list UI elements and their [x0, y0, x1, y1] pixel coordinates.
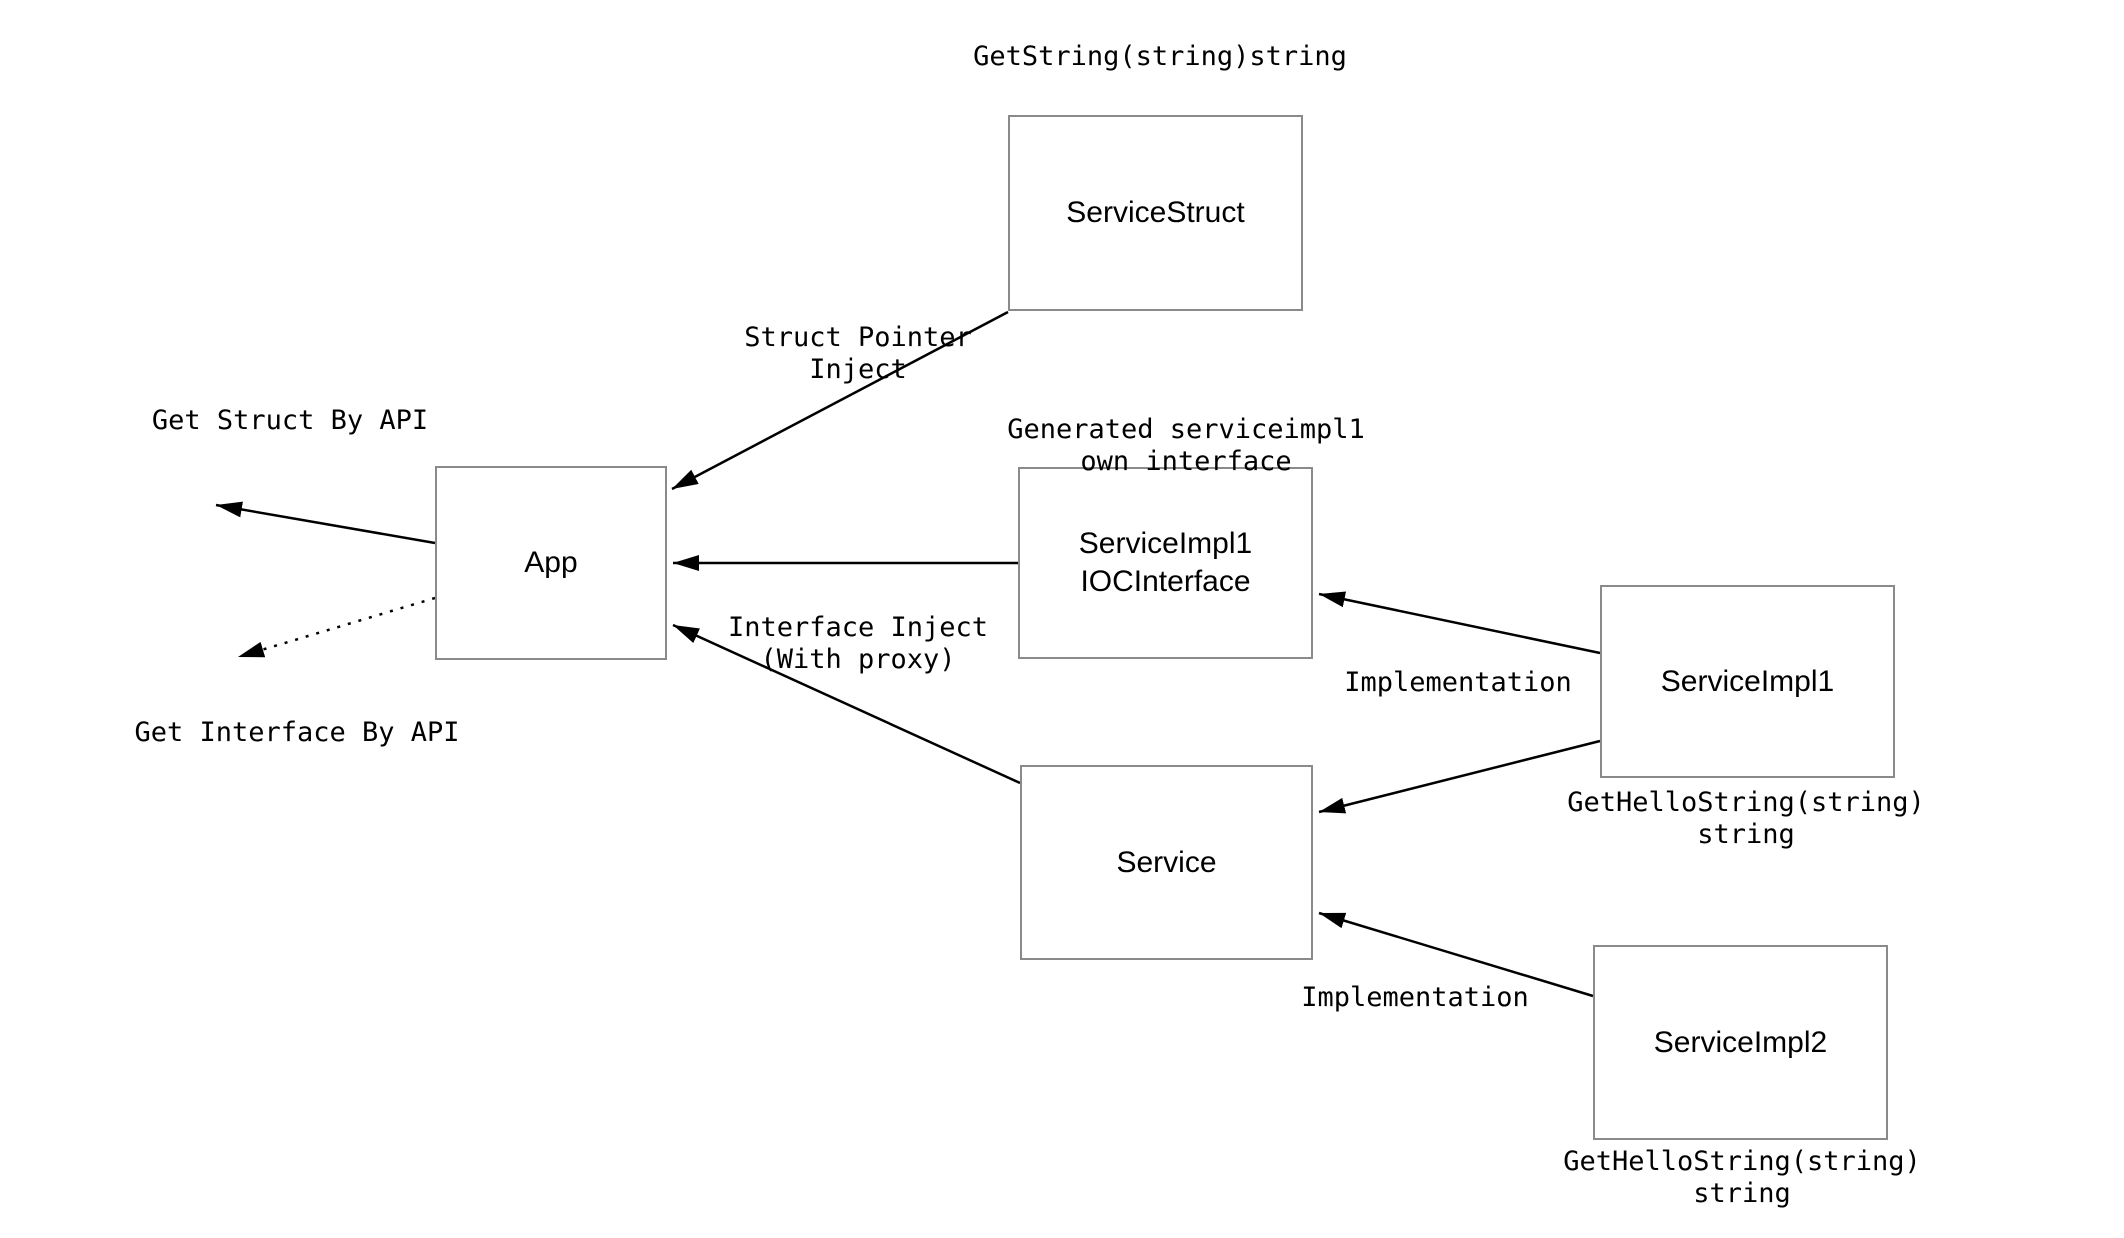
label-struct-pointer-inject: Struct Pointer Inject [744, 322, 972, 385]
label-get-hello-string-impl2: GetHelloString(string) string [1563, 1146, 1921, 1209]
label-get-struct-by-api: Get Struct By API [151, 405, 429, 436]
label-interface-inject: Interface Inject (With proxy) [727, 612, 989, 675]
node-service-label: Service [1116, 845, 1217, 879]
node-service-impl2-label: ServiceImpl2 [1653, 1025, 1828, 1059]
node-service-impl1-label: ServiceImpl1 [1660, 664, 1835, 698]
node-app-label: App [524, 546, 578, 579]
edge-struct-pointer-inject [671, 310, 1009, 491]
label-get-hello-string-impl1: GetHelloString(string) string [1567, 787, 1925, 850]
node-service: Service [1020, 765, 1313, 960]
label-implementation-impl1: Implementation [1344, 667, 1572, 698]
node-service-struct: ServiceStruct [1008, 115, 1303, 311]
node-service-impl2: ServiceImpl2 [1593, 945, 1888, 1140]
node-service-impl1: ServiceImpl1 [1600, 585, 1895, 778]
node-service-impl1-ioc-interface-label: ServiceImpl1 IOCInterface [1078, 527, 1253, 598]
label-generated-interface-note: Generated serviceimpl1 own interface [1007, 414, 1365, 477]
edge-app-get-struct-by-api [215, 501, 436, 545]
label-implementation-impl2: Implementation [1301, 982, 1529, 1013]
node-service-struct-label: ServiceStruct [1066, 196, 1245, 229]
edge-interface-inject-service-to-app [672, 623, 1021, 785]
edge-impl2-to-service [1318, 911, 1594, 998]
node-app: App [435, 466, 667, 660]
edge-app-get-interface-by-api [237, 596, 436, 659]
edge-impl1-to-service [1318, 739, 1601, 814]
label-get-string-signature: GetString(string)string [973, 41, 1347, 72]
node-service-impl1-ioc-interface: ServiceImpl1 IOCInterface [1018, 467, 1313, 659]
edge-impl1-to-ioc-interface [1318, 591, 1601, 655]
label-get-interface-by-api: Get Interface By API [134, 717, 460, 748]
